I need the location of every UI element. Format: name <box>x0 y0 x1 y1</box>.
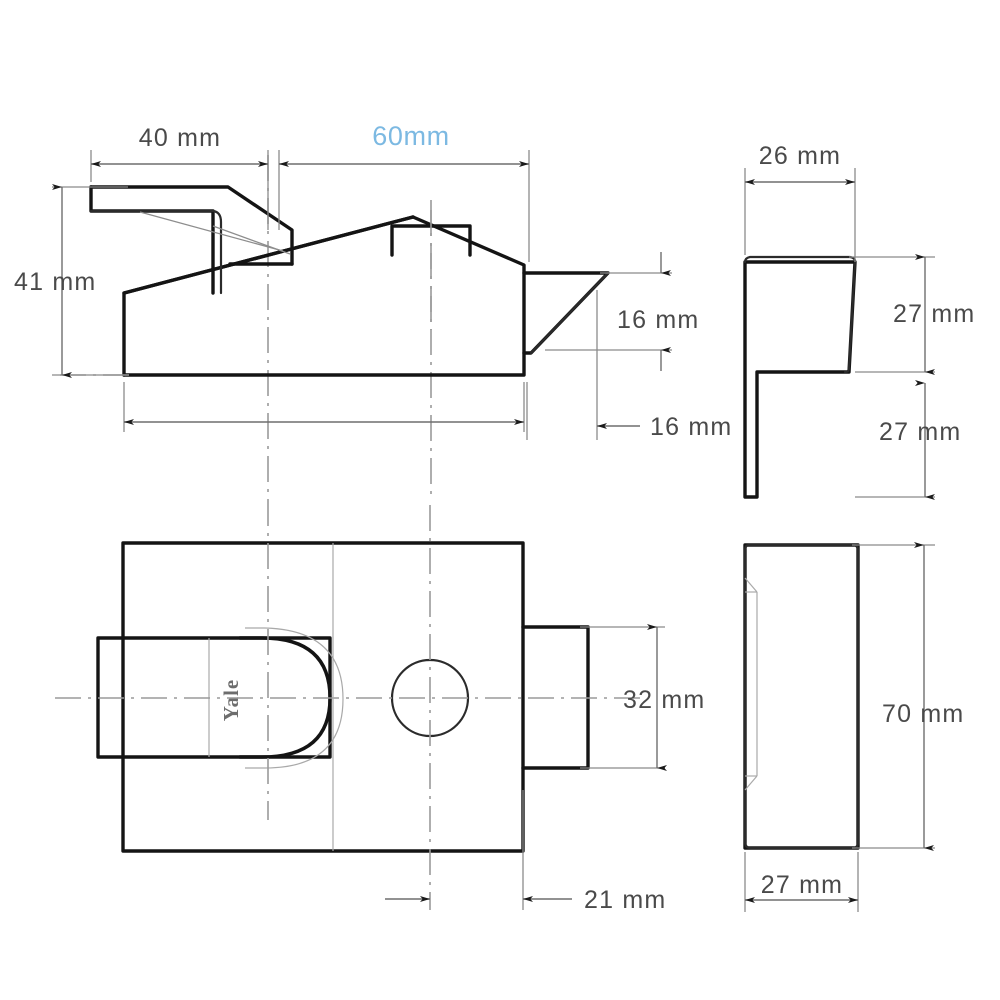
lever-construction-line <box>139 211 284 252</box>
dimension-label-21mm: 21 mm <box>584 886 666 914</box>
body-top-slope <box>122 215 415 295</box>
dimension-label-40mm: 40 mm <box>139 124 221 152</box>
keep-profile-top-fillet <box>743 255 857 374</box>
latch-wedge-bevel <box>529 271 610 355</box>
lever-construction-line-2 <box>212 225 291 255</box>
lever-inner-fillet <box>89 209 223 295</box>
keep-plan-outline <box>743 543 860 850</box>
view-front-elevation: 40 mm 60mm 41 mm 16 mm 16 mm <box>14 121 732 500</box>
cylinder-nose-outer-ghost <box>245 627 344 769</box>
brand-label: Yale <box>219 679 243 722</box>
dimension-label-70mm: 70 mm <box>882 700 964 728</box>
case-outline <box>121 541 525 853</box>
keep-plan-rounded-corners <box>743 543 860 850</box>
view-plan: Yale 32 mm 21 mm <box>55 500 705 914</box>
dimension-label-27mm-depth: 27 mm <box>761 871 843 899</box>
keep-interior-chamfer-top <box>744 577 758 593</box>
keep-profile-outline <box>743 260 857 499</box>
view-side-elevation: 26 mm 27 mm 27 mm <box>743 142 975 500</box>
dimension-label-27mm-upper: 27 mm <box>893 300 975 328</box>
lever-inner-edge <box>89 185 215 295</box>
view-keep-plan: 70 mm 27 mm <box>743 542 964 912</box>
dimension-label-32mm: 32 mm <box>623 686 705 714</box>
keep-interior-chamfer-bottom <box>744 775 758 791</box>
dimension-label-16mm-horizontal: 16 mm <box>650 413 732 441</box>
dimension-label-41mm: 41 mm <box>14 268 96 296</box>
dimension-label-16mm-vertical: 16 mm <box>617 306 699 334</box>
dimension-label-26mm: 26 mm <box>759 142 841 170</box>
dimension-label-27mm-lower: 27 mm <box>879 418 961 446</box>
lever-upper-edge <box>89 185 294 266</box>
dimension-label-60mm: 60mm <box>372 121 449 151</box>
brand-mark-group: Yale <box>219 679 243 722</box>
